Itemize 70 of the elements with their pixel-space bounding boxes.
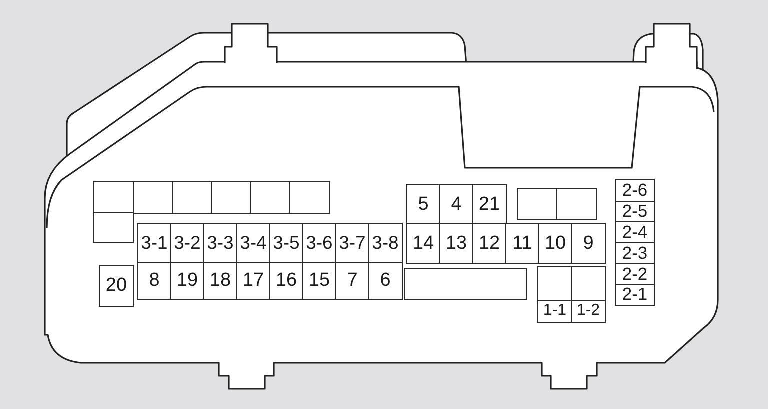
fuse-slot bbox=[203, 262, 238, 300]
fuse-slot bbox=[537, 300, 573, 323]
fuse-slot bbox=[99, 265, 134, 307]
fuse-number: 2-2 bbox=[622, 266, 648, 284]
fuse-number: 3-3 bbox=[207, 234, 234, 253]
fuse-number: 2-4 bbox=[622, 224, 648, 242]
fuse-slot bbox=[210, 181, 252, 214]
fuse-number: 10 bbox=[544, 234, 566, 253]
fuse-number: 3-1 bbox=[141, 234, 168, 253]
fuse-number: 3-8 bbox=[372, 234, 399, 253]
fuse-number: 2-5 bbox=[622, 203, 648, 221]
fuse-number: 9 bbox=[583, 234, 594, 253]
fuse-slot bbox=[93, 212, 134, 243]
fuse-slot bbox=[615, 179, 655, 203]
fuse-slot bbox=[93, 181, 134, 214]
fuse-slot bbox=[439, 223, 474, 264]
fuse-number: 6 bbox=[380, 271, 391, 290]
fuse-slot bbox=[404, 268, 527, 300]
fuse-slot bbox=[615, 221, 655, 244]
fuse-number: 2-6 bbox=[622, 182, 648, 200]
fuse-slot bbox=[132, 181, 174, 214]
fuse-slot bbox=[571, 223, 606, 264]
fuse-slot bbox=[615, 263, 655, 286]
fuse-slot bbox=[615, 284, 655, 306]
fuse-number: 7 bbox=[347, 271, 358, 290]
fuse-slot bbox=[472, 223, 507, 264]
fuse-number: 15 bbox=[308, 271, 330, 290]
fuse-slot bbox=[170, 262, 205, 300]
fuse-number: 4 bbox=[451, 194, 462, 214]
fuse-slot bbox=[368, 223, 403, 264]
fuse-slot bbox=[472, 184, 507, 225]
fuse-slot bbox=[289, 181, 330, 214]
fuse-number: 17 bbox=[242, 271, 264, 290]
fuse-slot bbox=[556, 188, 597, 220]
fuse-number: 13 bbox=[446, 234, 468, 253]
fuse-slot bbox=[615, 242, 655, 265]
fuse-number: 3-6 bbox=[306, 234, 333, 253]
fuse-slot bbox=[236, 262, 271, 300]
fuse-slot bbox=[137, 262, 172, 300]
fuse-number: 2-3 bbox=[622, 244, 648, 262]
fuse-number: 16 bbox=[276, 271, 298, 290]
fuse-number: 1-2 bbox=[576, 303, 600, 320]
fuse-number: 3-2 bbox=[174, 234, 201, 253]
fuse-slot bbox=[505, 223, 540, 264]
fuse-slot bbox=[615, 201, 655, 223]
fuse-slot bbox=[571, 300, 606, 323]
fuse-number: 21 bbox=[478, 194, 500, 214]
fuse-number: 14 bbox=[412, 234, 434, 253]
fuse-slot bbox=[571, 266, 606, 302]
fuse-slot bbox=[172, 181, 212, 214]
fuse-number: 3-4 bbox=[240, 234, 267, 253]
fuse-slot bbox=[368, 262, 403, 300]
fuse-number: 20 bbox=[106, 276, 128, 296]
fuse-number: 3-5 bbox=[273, 234, 300, 253]
fuse-slot bbox=[335, 262, 370, 300]
fuse-number: 18 bbox=[210, 271, 232, 290]
fuse-number: 12 bbox=[478, 234, 500, 253]
fuse-number: 1-1 bbox=[543, 303, 567, 320]
fuse-slot bbox=[406, 223, 441, 264]
fuse-slot bbox=[517, 188, 558, 220]
fuse-number: 2-1 bbox=[622, 286, 648, 304]
fuse-slot bbox=[538, 223, 573, 264]
fuse-number: 8 bbox=[149, 271, 160, 290]
fuse-slot bbox=[250, 181, 291, 214]
fuse-slot bbox=[269, 262, 304, 300]
fuse-number: 5 bbox=[418, 194, 429, 214]
fuse-number: 3-7 bbox=[339, 234, 366, 253]
fuse-slot bbox=[302, 262, 337, 300]
fuse-number: 11 bbox=[512, 234, 532, 253]
fuse-number: 19 bbox=[176, 271, 198, 290]
